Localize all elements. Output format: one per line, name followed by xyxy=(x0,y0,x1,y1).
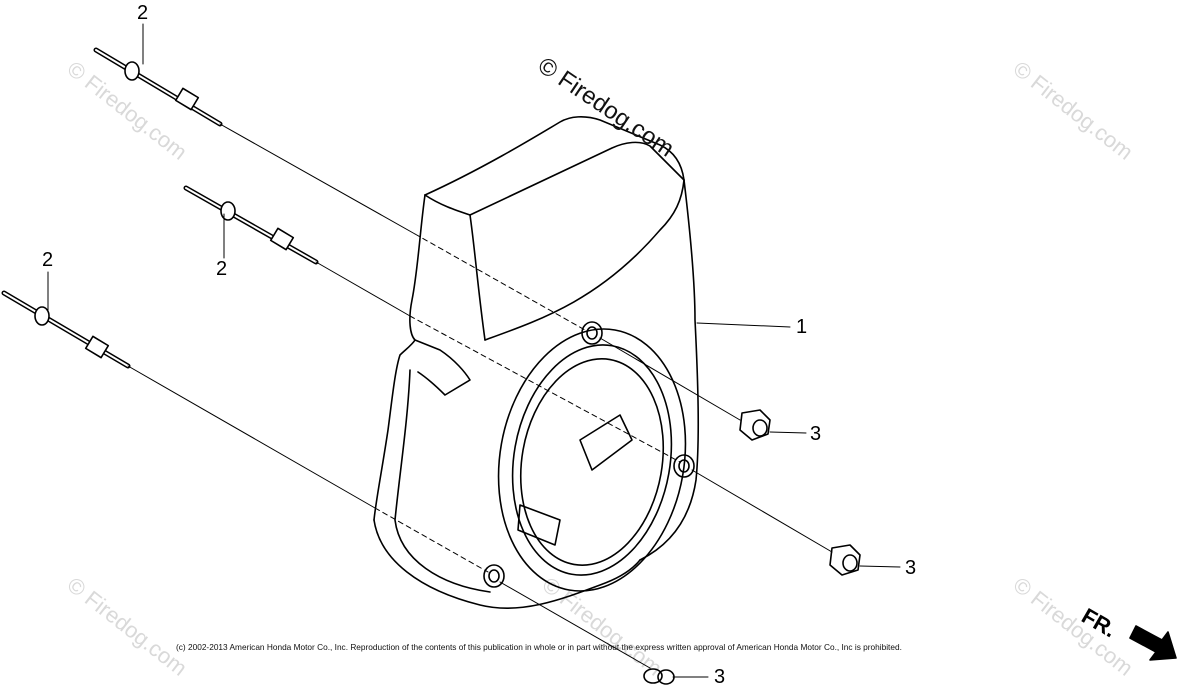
callout-2-middle: 2 xyxy=(216,258,228,280)
mounting-boss-right xyxy=(673,454,695,478)
callout-leaders xyxy=(47,23,901,678)
assembly-lines xyxy=(127,123,833,669)
stud-top xyxy=(93,47,223,127)
copyright-notice: (c) 2002-2013 American Honda Motor Co., … xyxy=(176,642,902,652)
stud-left xyxy=(1,290,131,369)
nut-middle xyxy=(829,544,861,576)
mounting-boss-lower xyxy=(483,564,505,588)
front-direction-arrow xyxy=(1129,625,1177,661)
callout-3-middle: 3 xyxy=(905,557,917,579)
nut-lower xyxy=(643,668,675,685)
callout-2-left: 2 xyxy=(42,249,54,271)
nut-upper xyxy=(739,409,771,441)
callout-3-lower: 3 xyxy=(714,666,726,688)
callout-3-upper: 3 xyxy=(810,423,822,445)
callout-2-top: 2 xyxy=(137,2,149,24)
fan-cover-housing xyxy=(373,116,700,610)
mounting-boss-upper xyxy=(581,321,603,345)
callout-1: 1 xyxy=(796,316,808,338)
stud-middle xyxy=(183,185,319,265)
fan-opening xyxy=(497,328,687,592)
